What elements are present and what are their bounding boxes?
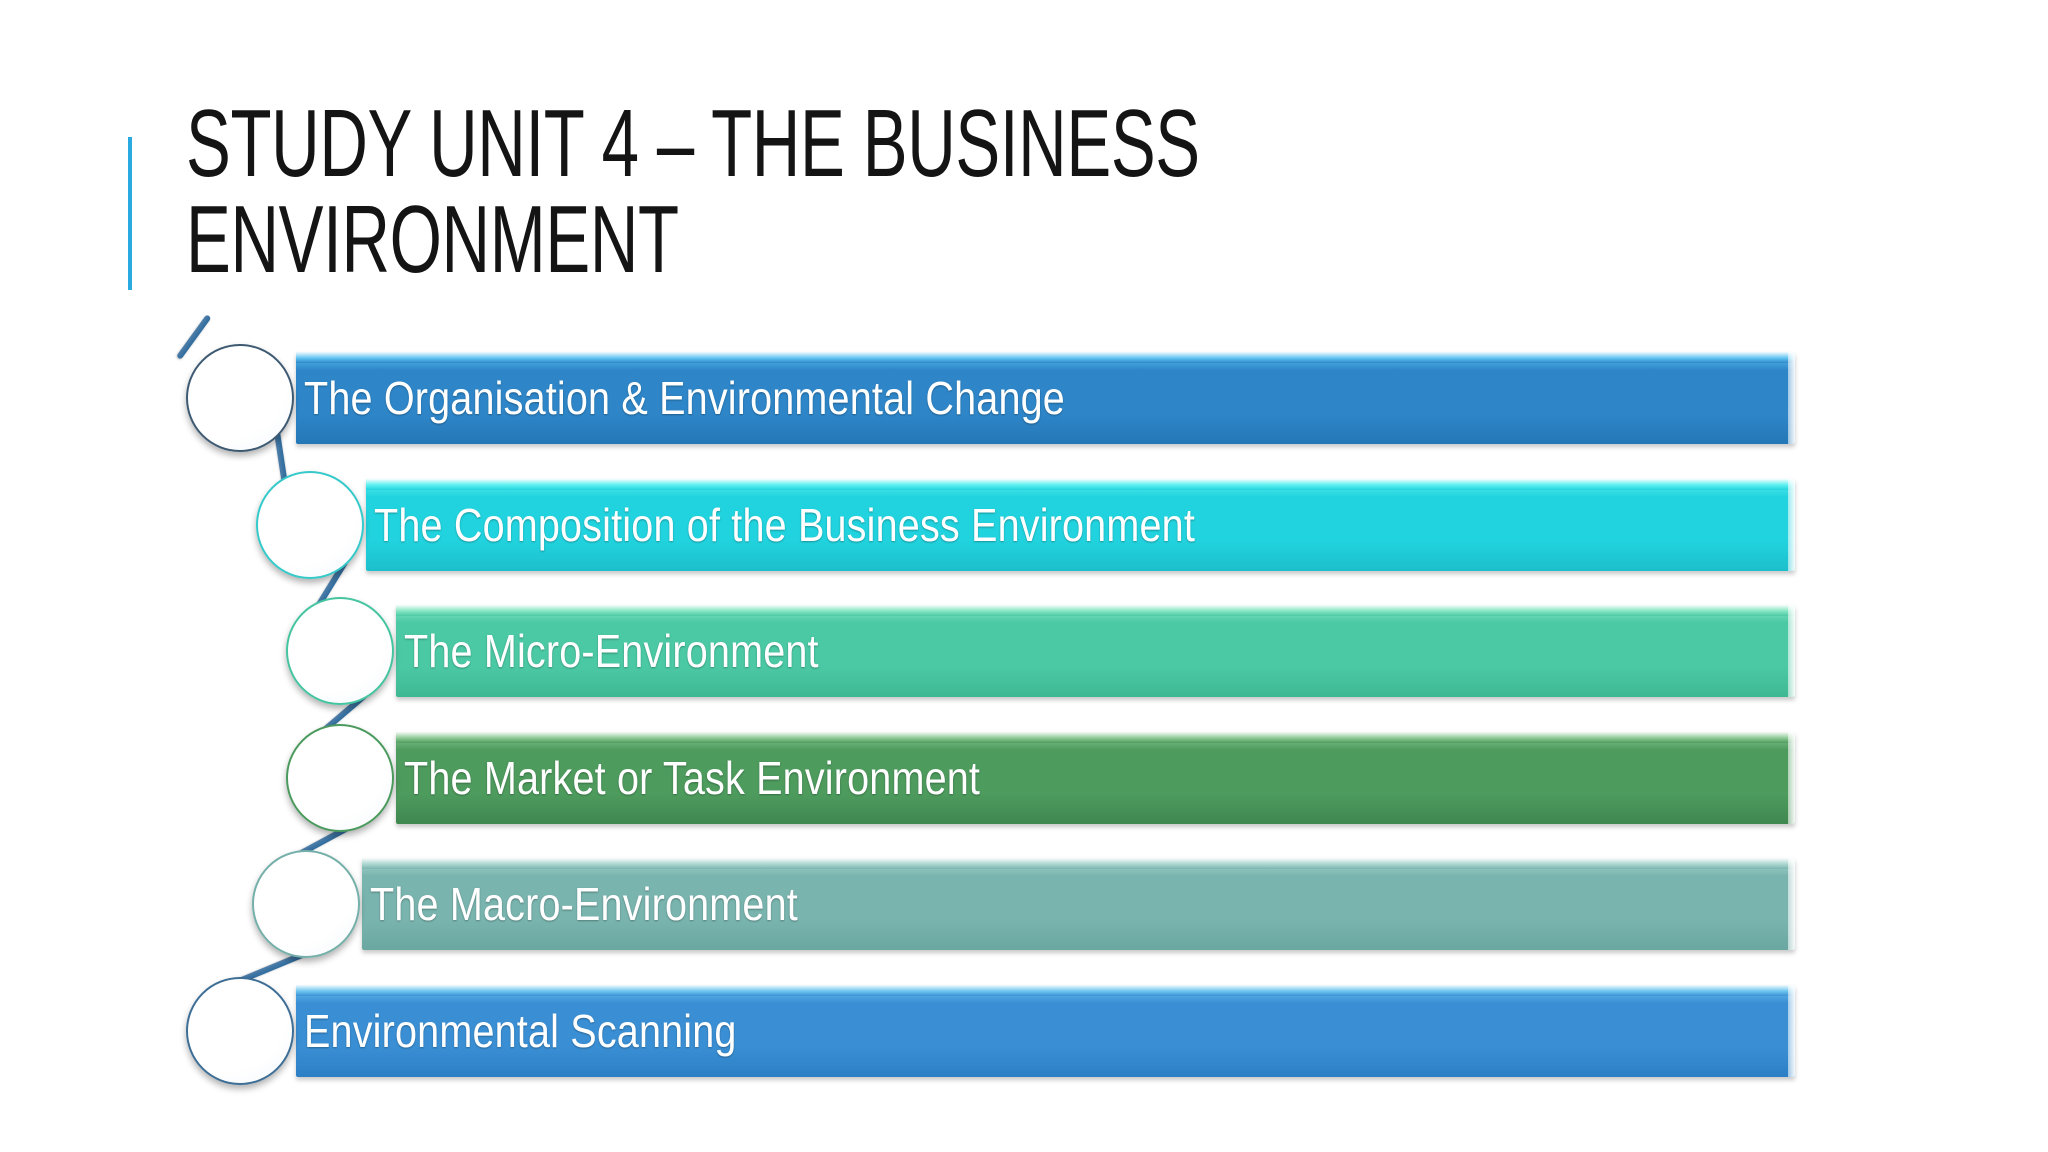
- process-bar[interactable]: [296, 985, 1795, 1077]
- page-title: Study Unit 4 – The Business Environment: [186, 90, 1200, 293]
- process-bar-label: Environmental Scanning: [304, 1005, 737, 1057]
- process-bar[interactable]: [366, 479, 1795, 571]
- process-bar[interactable]: [396, 605, 1795, 697]
- process-bar[interactable]: [296, 352, 1795, 444]
- process-bar-label: The Micro-Environment: [404, 625, 819, 677]
- process-bar-label: The Macro-Environment: [370, 878, 798, 930]
- process-bar-label: The Market or Task Environment: [404, 752, 981, 804]
- process-step-circle[interactable]: [252, 850, 360, 958]
- process-bar-label: The Organisation & Environmental Change: [304, 372, 1065, 424]
- process-step-circle[interactable]: [256, 471, 364, 579]
- process-bar[interactable]: [362, 858, 1795, 950]
- bar-highlight: [296, 985, 1795, 996]
- bar-highlight: [366, 479, 1795, 490]
- bar-right-bevel: [1788, 352, 1795, 444]
- bar-highlight: [396, 605, 1795, 616]
- bar-highlight: [396, 732, 1795, 743]
- process-step-circle[interactable]: [286, 597, 394, 705]
- process-step-circle[interactable]: [186, 977, 294, 1085]
- process-bar[interactable]: [396, 732, 1795, 824]
- process-connector-start: [176, 314, 212, 360]
- title-accent-bar: [128, 137, 132, 290]
- bar-right-bevel: [1788, 985, 1795, 1077]
- bar-highlight: [362, 858, 1795, 869]
- bar-highlight: [296, 352, 1795, 363]
- process-bar-label: The Composition of the Business Environm…: [374, 499, 1195, 551]
- bar-right-bevel: [1788, 732, 1795, 824]
- process-step-circle[interactable]: [186, 344, 294, 452]
- process-step-circle[interactable]: [286, 724, 394, 832]
- bar-right-bevel: [1788, 605, 1795, 697]
- bar-right-bevel: [1788, 479, 1795, 571]
- bar-right-bevel: [1788, 858, 1795, 950]
